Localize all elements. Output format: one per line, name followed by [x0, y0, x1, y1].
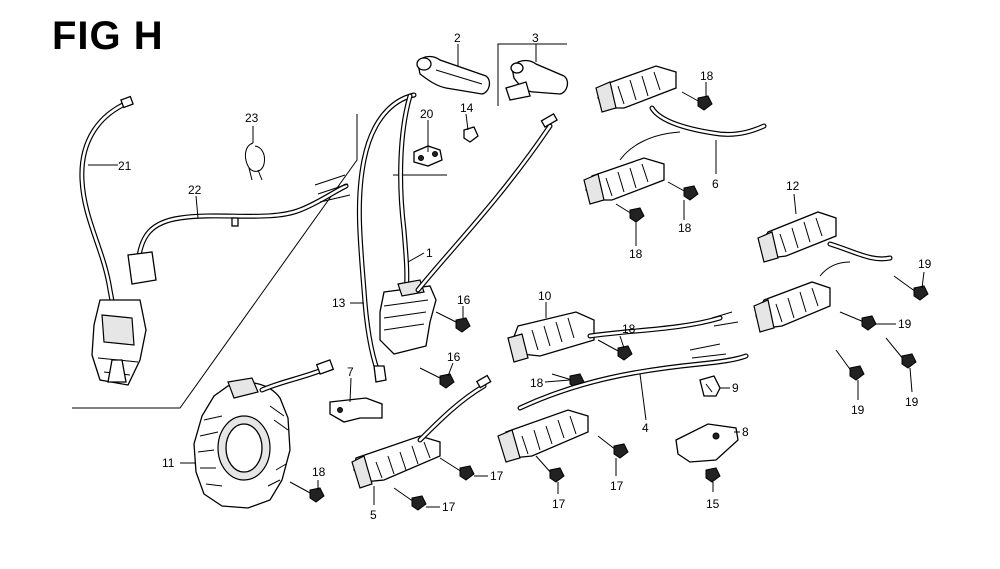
callout-17-c: 17 — [552, 497, 566, 511]
stator-11[interactable] — [193, 359, 335, 509]
wire-harness-4[interactable] — [517, 343, 749, 411]
bolt-16-upper[interactable] — [435, 311, 471, 333]
callout-17-a: 17 — [490, 469, 504, 483]
clip-14[interactable] — [463, 126, 479, 143]
callout-18-stator: 18 — [312, 465, 326, 479]
bolt-17-c[interactable] — [535, 455, 565, 483]
callout-15: 15 — [706, 497, 720, 511]
plug-cap-3[interactable] — [505, 59, 569, 101]
bracket-7[interactable] — [329, 397, 383, 423]
grommet-9[interactable] — [699, 375, 721, 397]
callout-18-coil10: 18 — [622, 322, 636, 336]
callout-18-upper-coil: 18 — [700, 69, 714, 83]
callout-14: 14 — [460, 101, 474, 115]
callout-17-b: 17 — [442, 500, 456, 514]
clamp-20[interactable] — [413, 145, 443, 167]
callout-13: 13 — [332, 296, 346, 310]
bolt-18-stator[interactable] — [289, 481, 325, 503]
callout-1: 1 — [426, 246, 433, 260]
wire-harness-12[interactable] — [819, 241, 893, 277]
coil-assembly-6-upper[interactable] — [595, 65, 677, 113]
callout-6: 6 — [712, 177, 719, 191]
bolt-17-a[interactable] — [439, 457, 475, 481]
separator-lines — [72, 43, 567, 409]
exciter-coil-10[interactable] — [507, 311, 739, 363]
callout-8: 8 — [742, 425, 749, 439]
callout-19-c: 19 — [851, 403, 865, 417]
bolt-19-d[interactable] — [885, 337, 917, 369]
ignition-coil-1[interactable] — [379, 93, 558, 355]
bolt-17-b[interactable] — [393, 487, 427, 511]
callout-7: 7 — [347, 365, 354, 379]
callout-20: 20 — [420, 107, 434, 121]
wire-harness-21[interactable] — [79, 95, 147, 386]
callout-12: 12 — [786, 179, 800, 193]
callout-18-coil10-lower: 18 — [530, 376, 544, 390]
callout-4: 4 — [642, 421, 649, 435]
callout-10: 10 — [538, 289, 552, 303]
coil-assembly-12-upper[interactable] — [757, 211, 837, 263]
callout-2: 2 — [454, 31, 461, 45]
callout-19-a: 19 — [918, 257, 932, 271]
bolt-17-d[interactable] — [597, 435, 629, 459]
callout-17-d: 17 — [610, 479, 624, 493]
callout-18-coil6-a: 18 — [678, 221, 692, 235]
callout-19-b: 19 — [898, 317, 912, 331]
callout-21: 21 — [118, 159, 132, 173]
callout-18-coil6-b: 18 — [629, 247, 643, 261]
bolt-18-coil10[interactable] — [597, 339, 633, 361]
bolt-18-coil6-a[interactable] — [667, 181, 699, 201]
coil-assembly-12-lower[interactable] — [753, 281, 831, 333]
bolt-19-b[interactable] — [839, 311, 877, 331]
callout-labels: 2 3 20 14 23 21 22 1 13 16 16 7 10 18 18… — [118, 31, 932, 522]
callout-23: 23 — [245, 111, 259, 125]
callout-5: 5 — [370, 508, 377, 522]
bolt-19-c[interactable] — [835, 349, 865, 381]
leader-lines — [88, 44, 925, 508]
bolt-18-upper-coil[interactable] — [681, 91, 713, 111]
figure-title: FIG H — [52, 14, 164, 58]
wire-harness-22[interactable] — [127, 174, 351, 285]
callout-19-d: 19 — [905, 395, 919, 409]
bolt-18-coil6-b[interactable] — [615, 203, 645, 223]
callout-11: 11 — [162, 456, 175, 470]
callout-16-lower: 16 — [447, 350, 461, 364]
coil-assembly-6-lower[interactable] — [583, 157, 665, 205]
callout-9: 9 — [732, 381, 739, 395]
high-tension-lead-13[interactable] — [356, 92, 417, 383]
hose-clip-23[interactable] — [244, 142, 265, 181]
nut-15[interactable] — [705, 467, 721, 483]
wire-harness-6[interactable] — [619, 105, 767, 161]
callout-22: 22 — [188, 183, 202, 197]
callout-3: 3 — [532, 31, 539, 45]
bolt-16-lower[interactable] — [419, 367, 455, 389]
plug-cap-2[interactable] — [416, 55, 491, 95]
charge-coil-5[interactable] — [351, 374, 492, 489]
cover-plate-8[interactable] — [675, 423, 739, 463]
coil-lower-middle[interactable] — [497, 409, 589, 463]
callout-16-upper: 16 — [457, 293, 471, 307]
